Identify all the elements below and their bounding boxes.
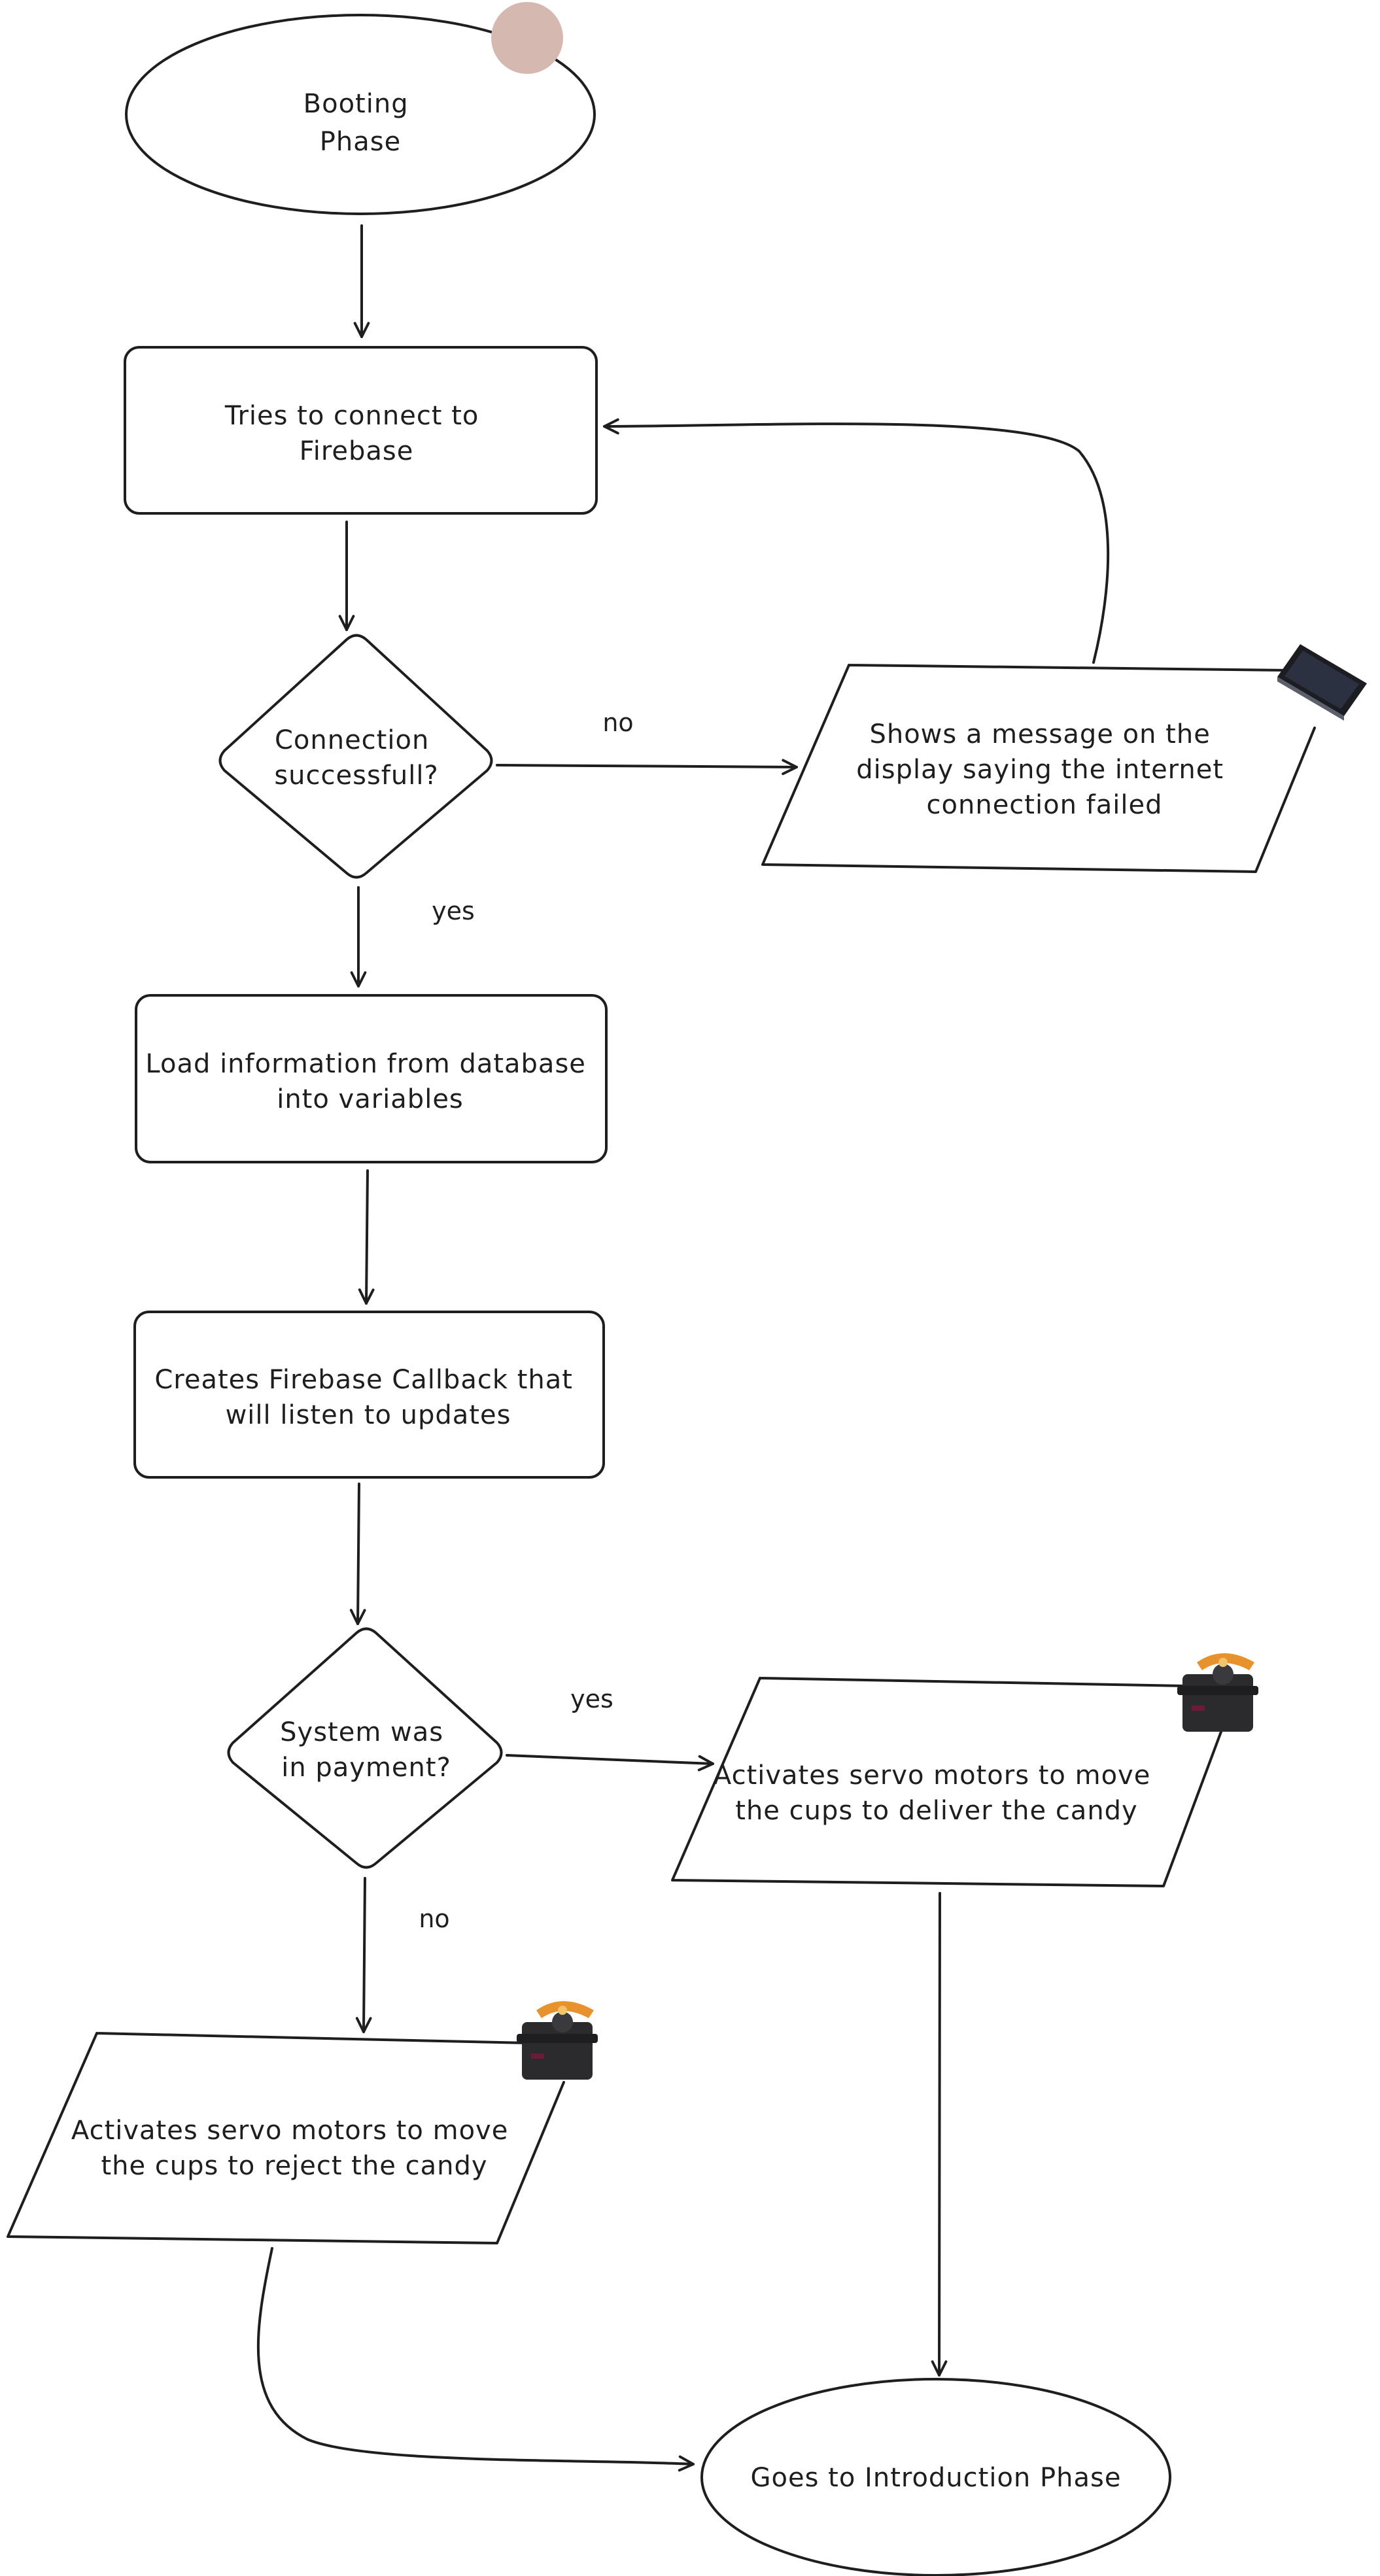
create-callback-label: Creates Firebase Callback that will list… [154, 1365, 581, 1430]
edge-callback-to-payment [349, 1483, 366, 1625]
introduction-phase-node: Goes to Introduction Phase [700, 2378, 1171, 2576]
load-information-label: Load information from database into vari… [145, 1049, 595, 1114]
load-information-node: Load information from database into vari… [135, 994, 608, 1163]
edge-label-connection-yes: yes [432, 897, 475, 925]
create-callback-node: Creates Firebase Callback that will list… [133, 1311, 605, 1479]
edge-deliver-to-intro [931, 1892, 948, 2377]
payment-decision-node: System was in payment? [227, 1627, 503, 1869]
edge-payment-no [355, 1877, 372, 2033]
connect-firebase-label: Tries to connect to Firebase [224, 401, 488, 466]
pink-circle-icon [491, 2, 563, 74]
reject-candy-label: Activates servo motors to move the cups … [71, 2116, 517, 2181]
connection-failed-node: Shows a message on the display saying th… [761, 644, 1367, 873]
connection-decision-node: Connection successfull? [218, 634, 493, 879]
edge-reject-to-intro [256, 2247, 695, 2472]
edge-decision-no [496, 759, 798, 776]
edge-label-payment-yes: yes [570, 1685, 613, 1713]
connect-firebase-node: Tries to connect to Firebase [124, 346, 598, 515]
payment-decision-label: System was in payment? [280, 1717, 453, 1783]
connection-failed-label: Shows a message on the display saying th… [856, 719, 1233, 820]
servo-motor-icon [517, 2001, 598, 2080]
introduction-phase-label: Goes to Introduction Phase [751, 2463, 1122, 2493]
deliver-candy-node: Activates servo motors to move the cups … [671, 1653, 1258, 1887]
booting-phase-node: Booting Phase [125, 2, 596, 215]
deliver-candy-label: Activates servo motors to move the cups … [714, 1760, 1160, 1826]
lcd-display-icon [1277, 644, 1367, 721]
booting-phase-label: Booting Phase [303, 89, 418, 157]
servo-motor-icon [1177, 1653, 1258, 1732]
edge-label-connection-no: no [602, 708, 633, 737]
reject-candy-node: Activates servo motors to move the cups … [7, 2001, 598, 2244]
edge-label-payment-no: no [419, 1904, 449, 1933]
connection-decision-label: Connection successfull? [274, 725, 438, 791]
edge-payment-yes [506, 1754, 714, 1772]
edge-failed-to-connect [603, 418, 1110, 664]
edge-load-to-callback [358, 1169, 375, 1305]
